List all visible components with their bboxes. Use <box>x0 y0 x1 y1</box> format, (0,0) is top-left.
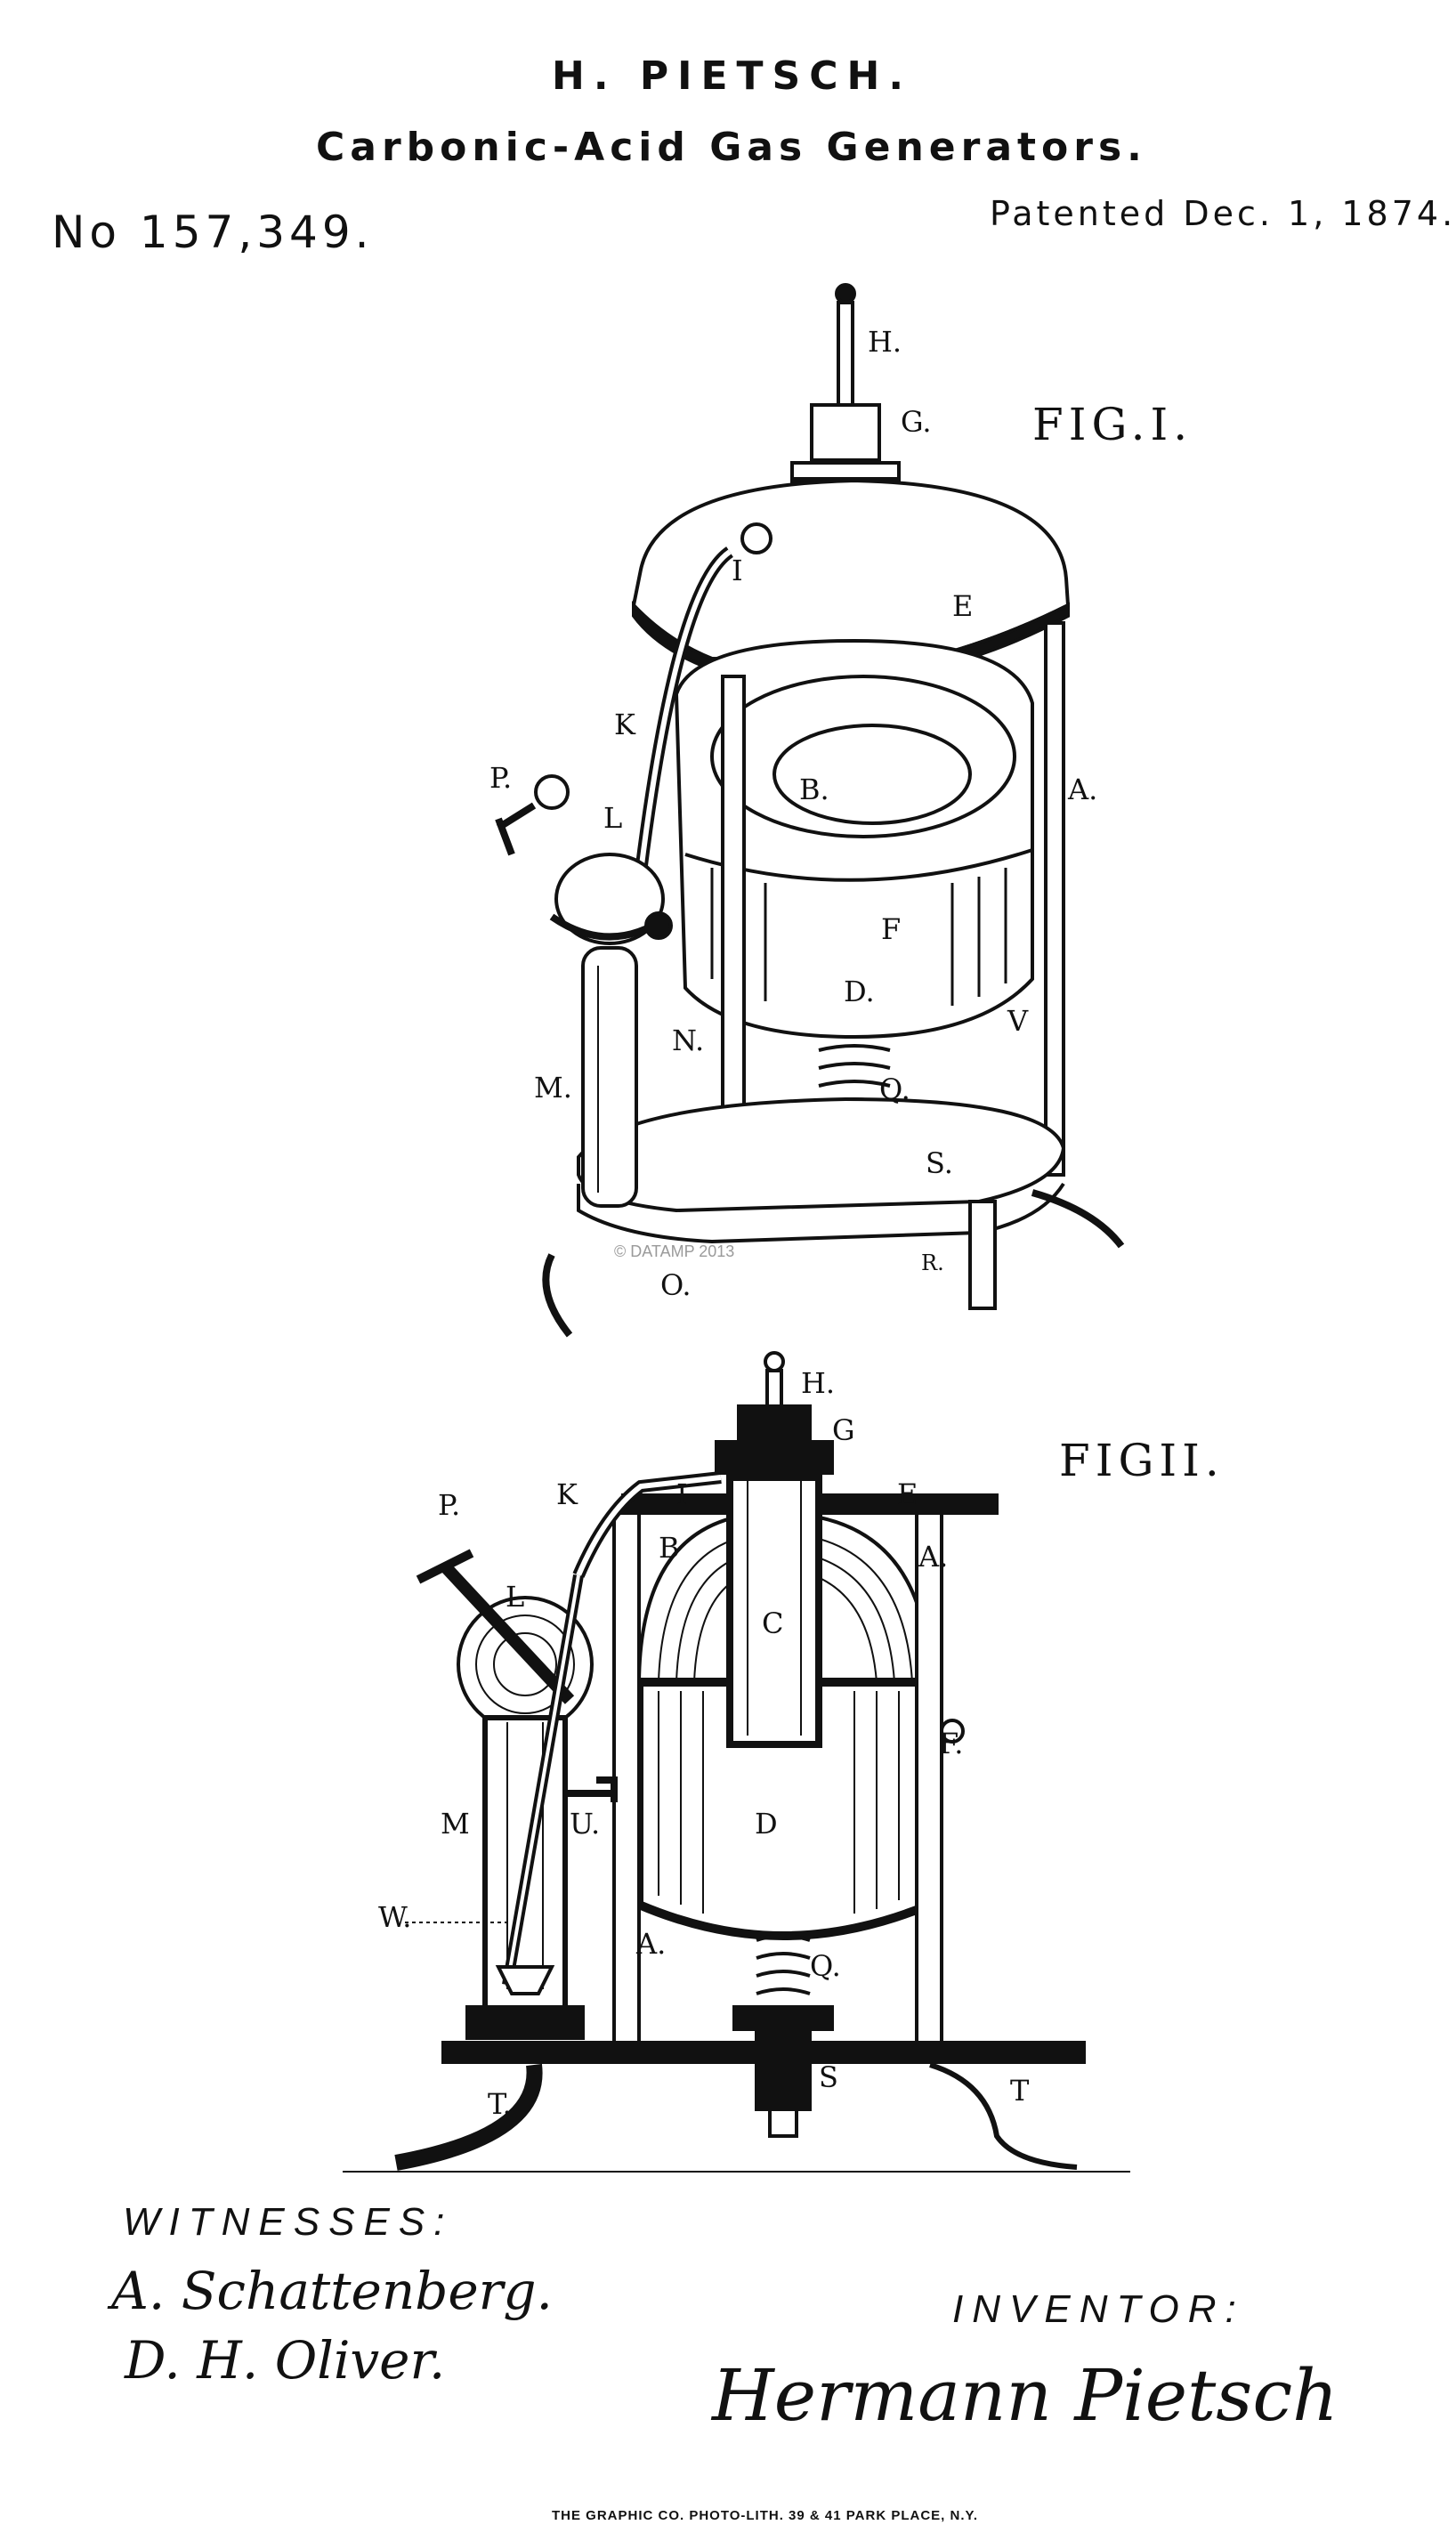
figure-1-drawing <box>495 283 1125 1338</box>
patent-date: Patented Dec. 1, 1874. <box>990 194 1456 233</box>
fig2-label-w: W. <box>378 1900 412 1934</box>
fig2-label-t-right: T <box>1010 2074 1030 2108</box>
fig2-label-c: C <box>762 1606 784 1640</box>
fig1-label-o: O. <box>660 1268 692 1302</box>
patent-drawing <box>343 283 1130 2173</box>
fig2-label-b: B <box>659 1531 680 1565</box>
fig1-label-l: L <box>603 801 623 835</box>
fig1-label-v: V <box>1007 1004 1029 1038</box>
inventor-name: H. PIETSCH. <box>552 53 913 99</box>
fig2-label-s: S <box>819 2060 838 2094</box>
fig2-label-u: U. <box>570 1807 601 1841</box>
witness-signature-1: A. Schattenberg. <box>111 2261 553 2321</box>
fig2-label-t-left: T. <box>488 2087 512 2121</box>
fig2-label-a-top: A. <box>918 1540 949 1574</box>
witnesses-label: WITNESSES: <box>123 2200 454 2244</box>
fig2-label-m: M <box>441 1807 470 1841</box>
patent-number: No 157,349. <box>52 206 374 258</box>
watermark: © DATAMP 2013 <box>614 1242 735 1260</box>
fig1-label-q: Q. <box>879 1072 910 1106</box>
fig2-label-q: Q. <box>810 1949 841 1983</box>
fig1-label-p: P. <box>489 761 513 795</box>
fig2-label-g: G <box>832 1413 855 1447</box>
inventor-label: INVENTOR: <box>952 2287 1245 2331</box>
fig1-label-a: A. <box>1068 773 1098 806</box>
printer-line: THE GRAPHIC CO. PHOTO-LITH. 39 & 41 PARK… <box>552 2508 979 2523</box>
fig2-label-p: P. <box>438 1488 461 1522</box>
fig2-label-l: L <box>506 1580 525 1614</box>
patent-title: Carbonic-Acid Gas Generators. <box>316 125 1147 170</box>
figure-2-title: FIGII. <box>1059 1435 1225 1486</box>
fig1-label-s: S. <box>926 1146 953 1180</box>
fig1-label-d: D. <box>844 975 875 1008</box>
fig1-label-e: E <box>952 589 974 623</box>
figure-2-drawing <box>343 1351 1130 2173</box>
fig2-label-a-low: A. <box>636 1927 667 1961</box>
fig2-label-h: H. <box>801 1366 836 1400</box>
witness-signature-2: D. H. Oliver. <box>125 2330 446 2391</box>
inventor-signature: Hermann Pietsch <box>712 2354 1339 2437</box>
fig1-label-i: I <box>732 554 743 587</box>
fig1-label-k: K <box>614 708 635 741</box>
fig1-label-n: N. <box>672 1024 705 1057</box>
fig2-label-e: E <box>897 1477 918 1511</box>
fig2-label-d: D <box>755 1807 778 1841</box>
fig1-label-r: R. <box>921 1250 944 1275</box>
fig1-label-m: M. <box>534 1071 572 1105</box>
fig2-label-i: I <box>676 1477 688 1511</box>
fig2-label-k: K <box>556 1477 578 1511</box>
fig1-label-g: G. <box>901 405 932 439</box>
fig1-label-f: F <box>881 912 902 946</box>
fig1-label-h: H. <box>868 325 902 359</box>
fig2-label-f: F. <box>939 1727 964 1760</box>
figure-1-title: FIG.I. <box>1032 399 1193 450</box>
fig1-label-b: B. <box>799 773 829 806</box>
